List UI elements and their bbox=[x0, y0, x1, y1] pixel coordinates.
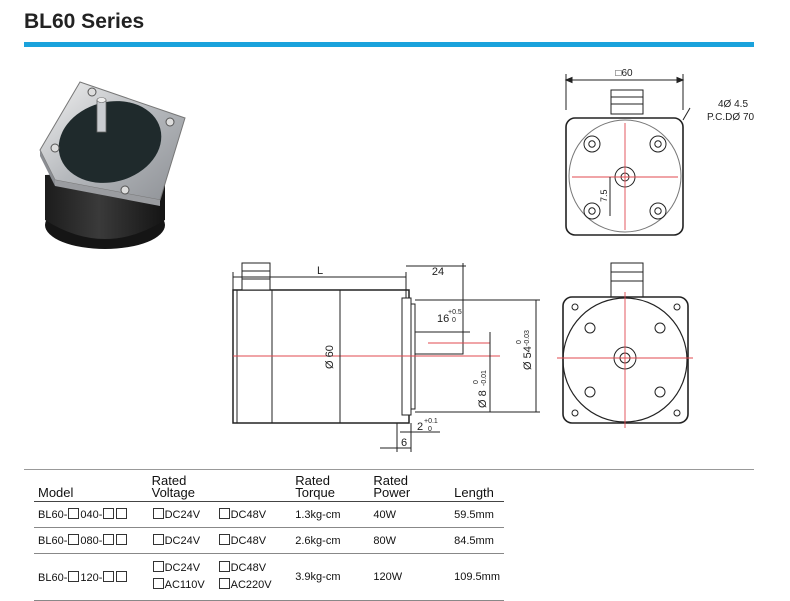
header-model: Model bbox=[34, 471, 148, 502]
page-title: BL60 Series bbox=[24, 10, 145, 33]
header-length: Length bbox=[450, 471, 504, 502]
dim-key-tol2: 0 bbox=[452, 317, 456, 324]
dim-pcd: P.C.DØ 70 bbox=[707, 112, 754, 123]
dim-pilot-tol2: -0.03 bbox=[524, 330, 531, 346]
dim-pilot-len-tol: +0.1 bbox=[424, 418, 438, 425]
power-cell: 120W bbox=[369, 553, 451, 601]
model-cell: BL60-040- bbox=[34, 501, 148, 528]
model-cell: BL60-120- bbox=[34, 553, 148, 601]
dim-offset: 7.5 bbox=[599, 189, 609, 202]
title-underline bbox=[24, 42, 754, 47]
dim-key-tol: +0.5 bbox=[448, 309, 462, 316]
length-cell: 84.5mm bbox=[450, 527, 504, 554]
dim-holes: 4Ø 4.5 bbox=[718, 99, 748, 110]
dim-shaft-tol2: -0.01 bbox=[481, 370, 488, 386]
power-cell: 80W bbox=[369, 527, 451, 554]
torque-cell: 1.3kg-cm bbox=[291, 501, 370, 528]
dim-shaft-tol: 0 bbox=[473, 380, 480, 384]
dim-pilot-tol: 0 bbox=[516, 340, 523, 344]
dim-pilot-len-tol2: 0 bbox=[428, 426, 432, 433]
dim-key-len: 16 bbox=[437, 313, 449, 325]
section-divider bbox=[24, 469, 754, 470]
dim-pilot-dia: Ø 54 bbox=[522, 346, 534, 370]
dim-length: L bbox=[317, 265, 323, 277]
length-cell: 59.5mm bbox=[450, 501, 504, 528]
dim-shaft-dia: Ø 8 bbox=[477, 390, 489, 408]
model-cell: BL60-080- bbox=[34, 527, 148, 554]
dim-square: □60 bbox=[615, 68, 633, 79]
dim-pilot-len: 2 bbox=[417, 421, 423, 433]
length-cell: 109.5mm bbox=[450, 553, 504, 601]
torque-cell: 2.6kg-cm bbox=[291, 527, 370, 554]
dim-shaft-len: 24 bbox=[432, 266, 444, 278]
torque-cell: 3.9kg-cm bbox=[291, 553, 370, 601]
front-view-bottom bbox=[557, 262, 693, 428]
side-view bbox=[232, 262, 540, 452]
front-view-top bbox=[564, 74, 691, 236]
dim-flange: 6 bbox=[401, 437, 407, 449]
power-cell: 40W bbox=[369, 501, 451, 528]
motor-photo bbox=[39, 81, 186, 249]
technical-drawings: □60 4Ø 4.5 P.C.DØ 70 7.5 L 24 Ø 60 16 +0… bbox=[39, 68, 754, 452]
dim-body-dia: Ø 60 bbox=[324, 345, 336, 369]
